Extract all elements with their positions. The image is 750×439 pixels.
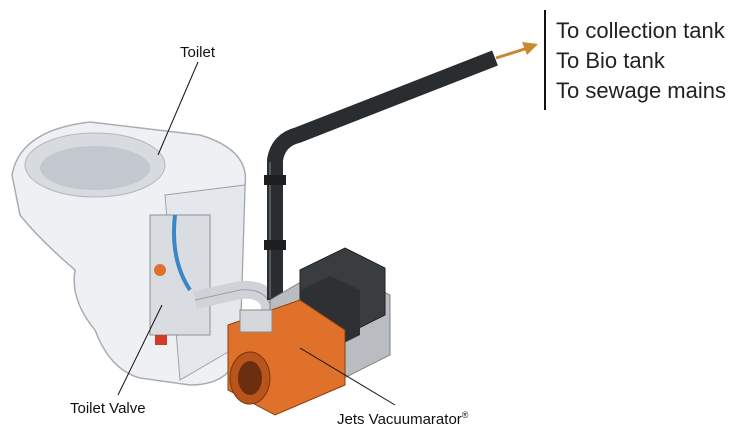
toilet-illustration [11,121,279,386]
registered-mark: ® [461,410,469,420]
pump-illustration [227,299,346,416]
toilet-valve-label: Toilet Valve [70,400,146,417]
destination-bio-tank: To Bio tank [556,48,665,73]
destination-collection-tank: To collection tank [556,18,725,43]
toilet-label: Toilet [180,44,216,61]
destination-sewage-mains: To sewage mains [556,78,726,103]
toilet-valve-leader-line [117,304,163,396]
vacuumarator-name: Jets Vacuumarator [337,411,462,428]
flow-arrow [495,42,538,60]
vacuumarator-leader-line [299,347,396,406]
discharge-pipe [264,50,498,300]
vacuumarator-label: Jets Vacuumarator® [337,410,468,428]
toilet-leader-line [157,61,199,156]
